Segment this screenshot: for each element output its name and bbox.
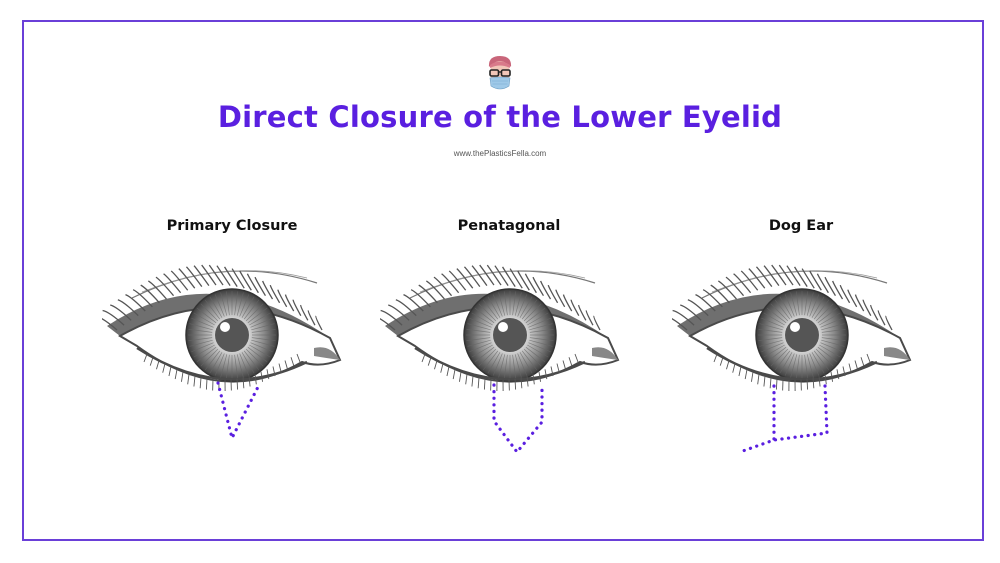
masked-surgeon-avatar-icon xyxy=(488,56,512,90)
diagram-frame xyxy=(22,20,984,541)
pentagon-wedge-incision xyxy=(492,383,544,455)
eye-drawing xyxy=(380,264,620,391)
eye-illustration-primary-closure xyxy=(102,264,342,443)
eye-drawing xyxy=(672,264,912,391)
dog-ear-incision-outline xyxy=(738,384,829,454)
eye-illustration-dog-ear xyxy=(672,264,912,454)
panel-label-dog-ear: Dog Ear xyxy=(768,218,834,234)
panel-label-pentagonal: Penatagonal xyxy=(457,218,561,234)
eye-drawing xyxy=(102,264,342,391)
website-url: www.thePlasticsFella.com xyxy=(453,149,547,158)
v-wedge-incision xyxy=(216,381,262,443)
panel-label-primary-closure: Primary Closure xyxy=(166,218,298,234)
page-title: Direct Closure of the Lower Eyelid xyxy=(217,100,783,134)
eye-illustration-pentagonal xyxy=(380,264,620,455)
